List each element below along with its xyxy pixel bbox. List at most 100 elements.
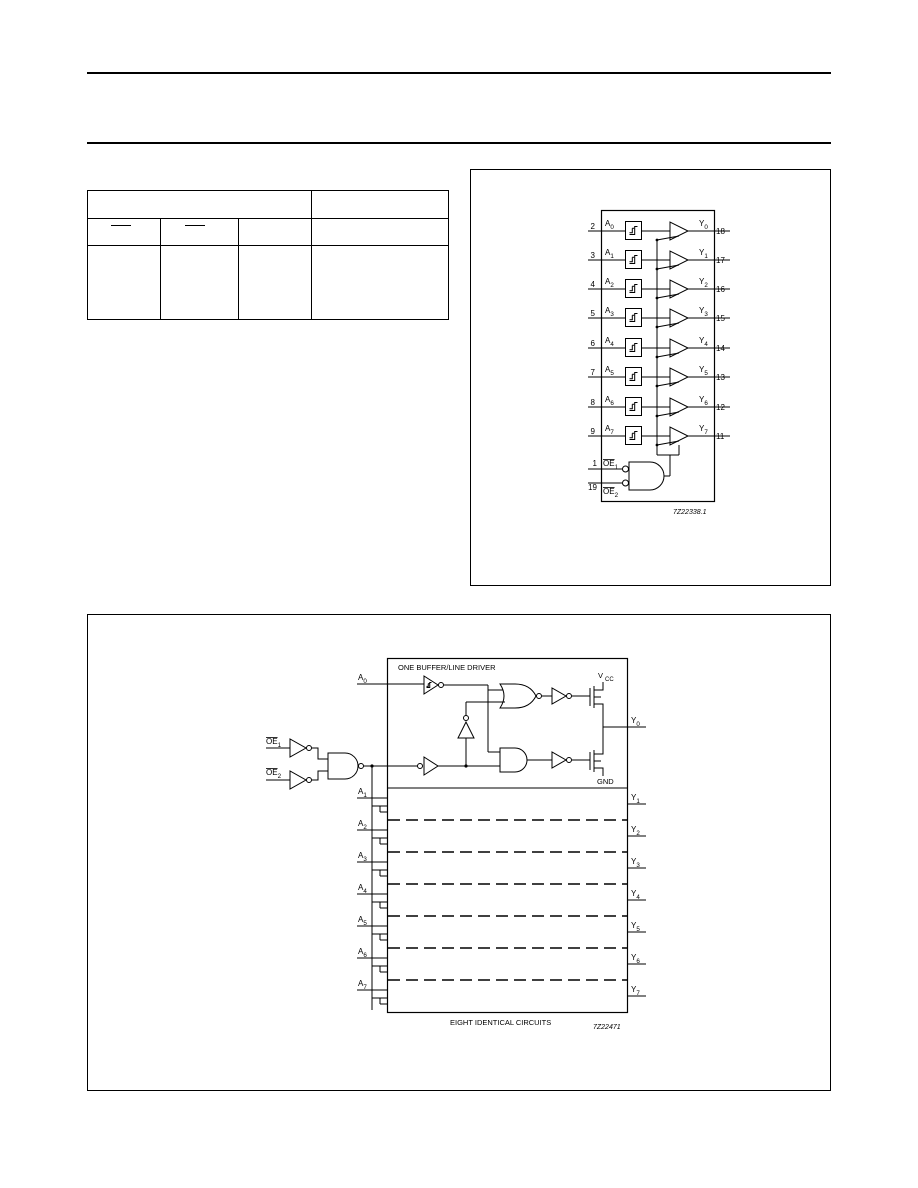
and-output-bubble: [358, 763, 364, 769]
a-label-4: A4: [358, 883, 367, 895]
oe1-label: OE1: [603, 459, 619, 471]
enable-wire: [656, 440, 680, 446]
oe1-to-and: [312, 747, 328, 760]
pmos-source: [594, 682, 604, 691]
output-pin-14: 14: [716, 344, 725, 353]
nmos-drain: [594, 727, 604, 755]
oe2-label-sub: 2: [615, 492, 619, 499]
y-label-7-sub: 7: [636, 990, 640, 997]
circuit-frame: [386, 657, 629, 1014]
y-label-7: Y7: [631, 985, 640, 997]
and2-gate-icon: [499, 747, 528, 773]
oe2-bubble: [306, 777, 312, 783]
y-label-5-sub: 5: [636, 926, 640, 933]
output-pin-16: 16: [716, 285, 725, 294]
output-label-y2-main: Y: [699, 277, 705, 286]
a-label-6-main: A: [358, 947, 364, 956]
figure-code: 7Z22338.1: [673, 509, 707, 516]
a-label-3: A3: [358, 851, 367, 863]
buffer-triangle-icon: [669, 308, 690, 328]
y-label-0-sub: 0: [636, 721, 640, 728]
output-label-y3: Y3: [699, 306, 708, 318]
y-label-2-main: Y: [631, 825, 637, 834]
output-pin-15: 15: [716, 314, 725, 323]
output-pin-12: 12: [716, 403, 725, 412]
input-pin-2: 2: [591, 222, 596, 231]
a-label-3-sub: 3: [363, 856, 367, 863]
oe1-label-main: OE: [266, 737, 278, 746]
or-gate-icon: [499, 683, 537, 709]
a-label-6: A6: [358, 947, 367, 959]
input-label-a3-sub: 3: [610, 311, 614, 318]
and-gate-icon: [628, 461, 665, 491]
y-label-5: Y5: [631, 921, 640, 933]
a0-schmitt-buffer-icon: [423, 675, 439, 695]
a-label-6-sub: 6: [363, 952, 367, 959]
y-label-2: Y2: [631, 825, 640, 837]
output-label-y7: Y7: [699, 424, 708, 436]
a-label-7: A7: [358, 979, 367, 991]
y-label-3-sub: 3: [636, 862, 640, 869]
input-pin-7: 7: [591, 368, 596, 377]
input-label-a1: A1: [605, 248, 614, 260]
input-label-a6-main: A: [605, 395, 611, 404]
buffer-triangle-icon: [669, 338, 690, 358]
output-pin-18: 18: [716, 227, 725, 236]
y-label-1-main: Y: [631, 793, 637, 802]
hysteresis-icon: [629, 255, 638, 264]
buffer-triangle-icon: [669, 426, 690, 446]
enable-inv-bubble: [463, 715, 469, 721]
input-label-a6-sub: 6: [610, 400, 614, 407]
output-label-y1-main: Y: [699, 248, 705, 257]
a-label-2-main: A: [358, 819, 364, 828]
enable-buffer-bubble: [417, 763, 423, 769]
oe2-pin: 19: [588, 483, 597, 492]
input-pin-6: 6: [591, 339, 596, 348]
oe2-label-main: OE: [266, 768, 278, 777]
pmos-drain: [594, 703, 604, 727]
input-pin-5: 5: [591, 309, 596, 318]
input-label-a2: A2: [605, 277, 614, 289]
input-pin-4: 4: [591, 280, 596, 289]
oe1-buffer-icon: [289, 738, 308, 758]
diagram-figure-code: 7Z22471: [593, 1024, 621, 1031]
output-label-y0: Y0: [699, 219, 708, 231]
input-label-a0-main: A: [605, 219, 611, 228]
output-label-y6-sub: 6: [704, 400, 708, 407]
diagram-footer: EIGHT IDENTICAL CIRCUITS: [450, 1018, 551, 1027]
input-label-a0: A0: [605, 219, 614, 231]
oe1-label-main: OE: [603, 459, 615, 468]
a-label-5: A5: [358, 915, 367, 927]
input-label-a1-main: A: [605, 248, 611, 257]
vcc-sub-label: CC: [605, 677, 614, 683]
a-label-7-sub: 7: [363, 984, 367, 991]
a0-bubble: [438, 682, 444, 688]
y-label-3-main: Y: [631, 857, 637, 866]
output-label-y2: Y2: [699, 277, 708, 289]
bottom-inverter-icon: [551, 751, 568, 769]
vcc-label: V: [598, 671, 603, 680]
output-label-y5: Y5: [699, 365, 708, 377]
input-label-a3-main: A: [605, 306, 611, 315]
output-label-y5-main: Y: [699, 365, 705, 374]
logic-diagram-panel: [87, 614, 831, 1091]
y-label-7-main: Y: [631, 985, 637, 994]
a-label-5-main: A: [358, 915, 364, 924]
oe2-label: OE2: [603, 487, 619, 499]
enable-wire: [656, 293, 680, 299]
output-pin-11: 11: [716, 432, 725, 441]
enable-wire: [656, 264, 680, 270]
and-gate-icon: [327, 752, 359, 780]
oe2-buffer-icon: [289, 770, 308, 790]
output-label-y6: Y6: [699, 395, 708, 407]
buffer-triangle-icon: [669, 279, 690, 299]
a-label-1-sub: 1: [363, 792, 367, 799]
bottom-inverter-bubble: [566, 757, 572, 763]
hysteresis-icon: [629, 402, 638, 411]
input-label-a4: A4: [605, 336, 614, 348]
oe1-label-sub: 1: [615, 464, 619, 471]
input-pin-8: 8: [591, 398, 596, 407]
input-label-a7-main: A: [605, 424, 611, 433]
